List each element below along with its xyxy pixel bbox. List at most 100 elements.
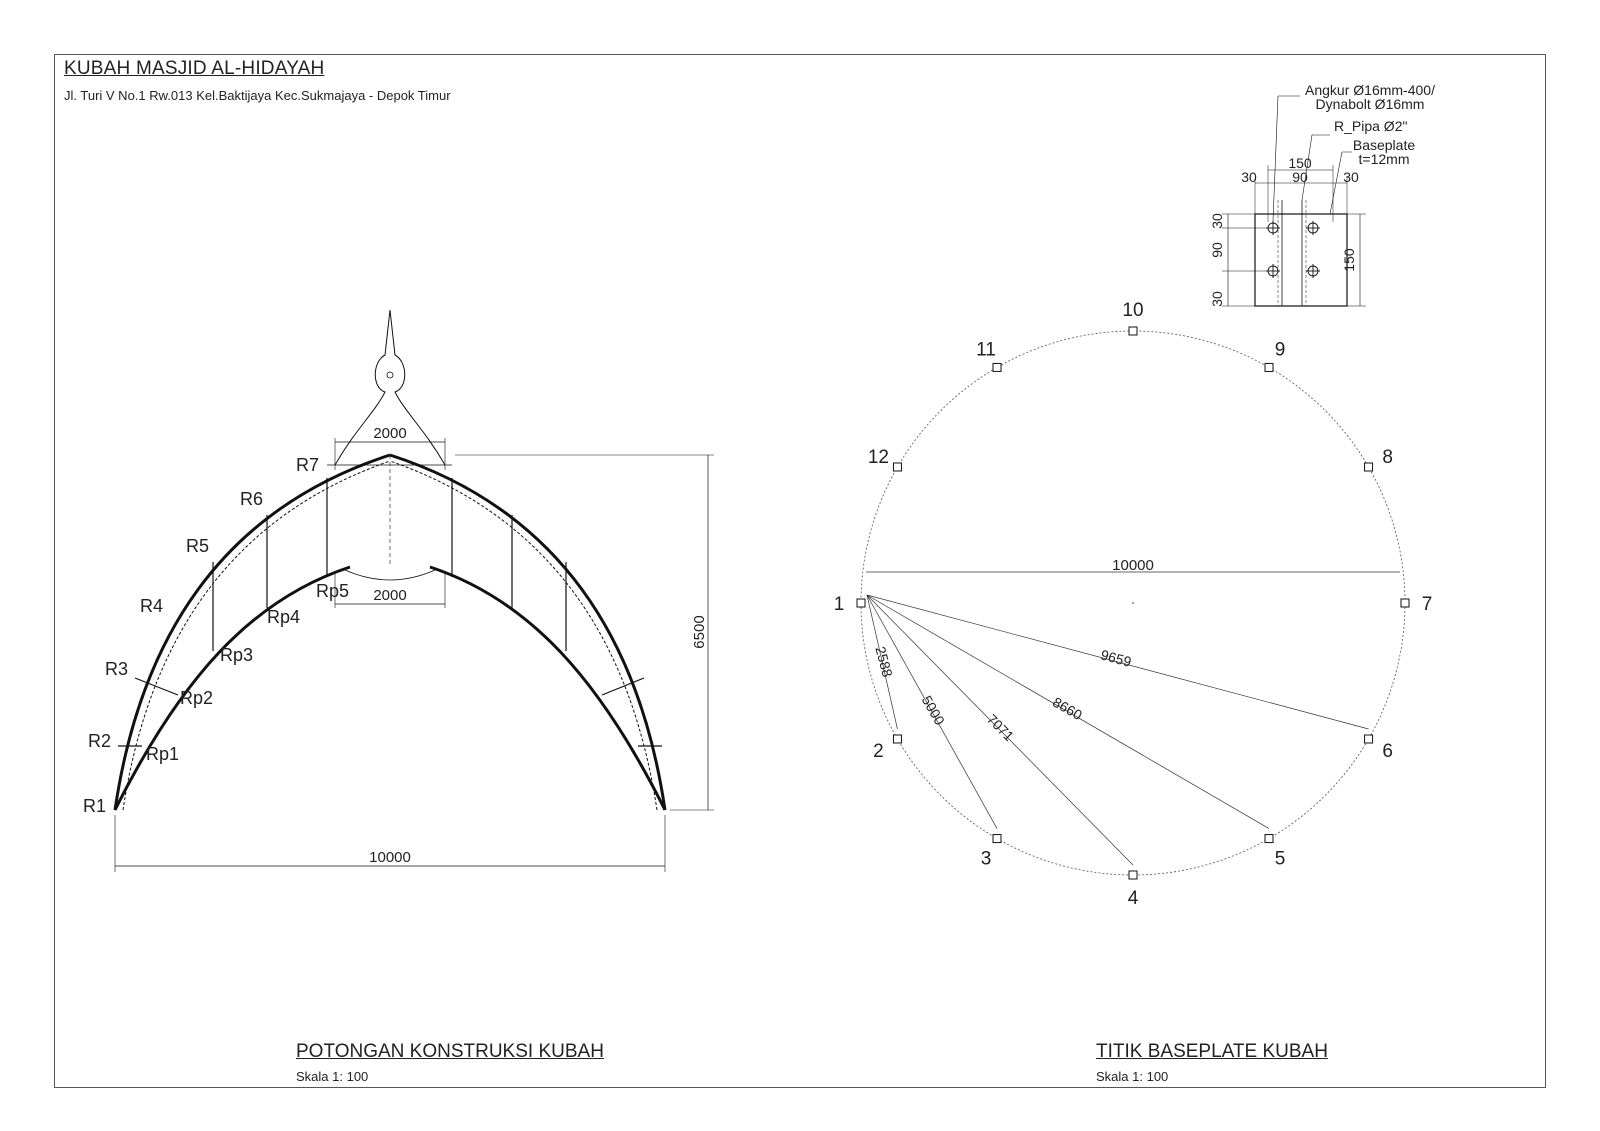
baseplate-point-3: 3 [981,834,1002,870]
dome-section [113,309,714,872]
baseplate-point-1: 1 [834,594,866,615]
baseplate-point-10: 10 [1122,300,1144,336]
section-width-dim: 10000 [369,849,411,866]
finial [334,309,446,466]
point-label: 8 [1382,447,1393,468]
top-dim-c: 30 [1343,169,1359,185]
point-label: 5 [1275,849,1286,870]
anchor-label-2: Dynabolt Ø16mm [1316,96,1425,112]
chord-length-2: 2588 [872,645,896,679]
point-label: 1 [834,594,845,615]
label-rp4: Rp4 [267,607,300,627]
label-r6: R6 [240,489,263,509]
baseplate-marker [1128,326,1138,336]
section-scale: Skala 1: 100 [296,1069,369,1084]
chord-length-4: 7071 [984,711,1017,744]
point-label: 2 [873,741,884,762]
chord-length-3: 5000 [919,693,949,728]
baseplate-marker [1264,362,1274,372]
plate-label-1: Baseplate [1353,137,1415,153]
baseplate-marker [1264,834,1274,844]
inner-ring-labels: Rp1 Rp2 Rp3 Rp4 Rp5 [146,581,349,764]
label-r2: R2 [88,731,111,751]
outer-arch-right-inner [389,460,658,811]
section-top-dim: 2000 [373,425,406,442]
chord-line-3 [866,594,998,829]
chord-line-6 [866,594,1369,730]
label-r1: R1 [83,796,106,816]
baseplate-marker [1128,870,1138,880]
top-total-dim: 150 [1288,155,1312,171]
outer-ring-labels: R1 R2 R3 R4 R5 R6 R7 [83,455,319,816]
rib-r3 [134,677,179,696]
outer-arch-right [389,453,667,811]
baseplate-marker [992,362,1002,372]
point-label: 6 [1382,741,1393,762]
point-label: 10 [1122,300,1143,321]
plan-caption: TITIK BASEPLATE KUBAH [1096,1041,1328,1062]
inner-arch-left [113,565,351,811]
baseplate-marker [892,462,902,472]
left-dim-c: 30 [1209,291,1225,307]
diameter-dim: 10000 [1112,557,1154,574]
plan-scale: Skala 1: 100 [1096,1069,1169,1084]
chord-line-4 [866,594,1134,866]
top-dim-a: 30 [1241,169,1257,185]
top-dim-b: 90 [1292,169,1308,185]
baseplate-marker [1400,598,1410,608]
baseplate-marker [1364,462,1374,472]
point-label: 11 [976,339,996,360]
baseplate-point-4: 4 [1128,870,1139,909]
section-height-dim: 6500 [691,615,708,648]
sheet-title: KUBAH MASJID AL-HIDAYAH [64,58,325,79]
outer-arch-left [113,453,391,811]
point-label: 12 [868,447,889,468]
baseplate-point-11: 11 [976,339,1002,372]
baseplate-marker [856,598,866,608]
label-rp1: Rp1 [146,744,179,764]
chord-line-5 [866,594,1270,829]
label-r5: R5 [186,536,209,556]
chord-length-6: 9659 [1099,646,1133,670]
label-rp3: Rp3 [220,645,253,665]
anchor-bolts [1266,221,1320,278]
baseplate-point-5: 5 [1264,834,1286,870]
section-inner-top-dim: 2000 [373,587,406,604]
baseplate-rect [1254,213,1348,307]
baseplate-marker [992,834,1002,844]
left-dim-a: 30 [1209,213,1225,229]
anchor-label-1: Angkur Ø16mm-400/ [1305,82,1435,98]
drawing-frame [54,54,1546,1088]
point-label: 9 [1275,339,1286,360]
pipe-label: R_Pipa Ø2" [1334,118,1407,134]
label-r7: R7 [296,455,319,475]
chord-line-2 [866,594,898,730]
baseplate-point-8: 8 [1364,447,1393,472]
baseplate-point-2: 2 [873,734,902,762]
baseplate-marker [1364,734,1374,744]
plate-label-2: t=12mm [1359,151,1410,167]
baseplate-marker [892,734,902,744]
label-r3: R3 [105,659,128,679]
baseplate-detail [1222,95,1366,307]
baseplate-point-9: 9 [1264,339,1286,372]
baseplate-point-7: 7 [1400,594,1433,615]
point-label: 7 [1422,594,1433,615]
point-label: 3 [981,849,992,870]
label-r4: R4 [140,596,163,616]
baseplate-point-12: 12 [868,447,902,472]
section-caption: POTONGAN KONSTRUKSI KUBAH [296,1041,604,1062]
right-total-dim: 150 [1341,248,1357,272]
point-label: 4 [1128,888,1139,909]
label-rp2: Rp2 [180,688,213,708]
inner-arch-right [429,565,667,811]
left-dim-b: 90 [1209,242,1225,258]
baseplate-labels: Angkur Ø16mm-400/ Dynabolt Ø16mm R_Pipa … [1209,82,1435,307]
label-rp5: Rp5 [316,581,349,601]
sheet-address: Jl. Turi V No.1 Rw.013 Kel.Baktijaya Kec… [64,88,451,103]
baseplate-point-6: 6 [1364,734,1393,762]
